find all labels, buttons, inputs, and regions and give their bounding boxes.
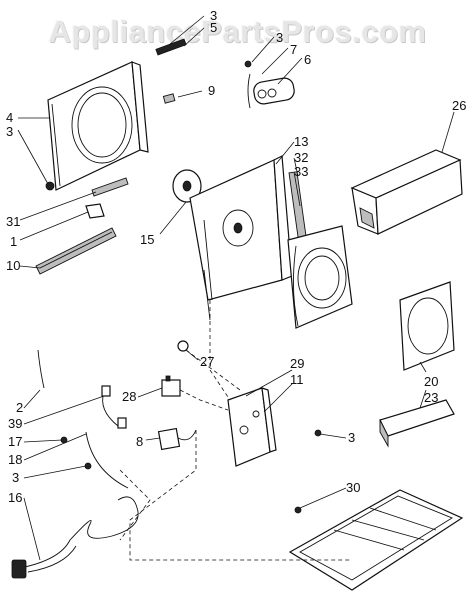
- wire-harness-39: [101, 385, 127, 429]
- callout-4: 4: [6, 110, 13, 125]
- callout-23: 23: [424, 390, 438, 405]
- callout-5: 5: [210, 20, 217, 35]
- front-panel-part: [47, 61, 149, 191]
- air-duct-part: [350, 149, 463, 235]
- callout-8: 8: [136, 434, 143, 449]
- callout-3-top: 3: [210, 8, 217, 23]
- callout-3-bottom-left: 3: [12, 470, 19, 485]
- control-bracket-part: [227, 387, 277, 467]
- switch-part-28: [161, 375, 181, 397]
- screw-part-right: [314, 429, 322, 437]
- plug-part-27: [177, 340, 189, 352]
- capacitor-part: [244, 60, 295, 109]
- clip-part-9: [162, 93, 176, 104]
- callout-17: 17: [8, 434, 22, 449]
- callout-27: 27: [200, 354, 214, 369]
- callout-7: 7: [290, 42, 297, 57]
- screw-part-30: [294, 506, 302, 514]
- callout-3-right: 3: [348, 430, 355, 445]
- callout-33: 33: [294, 164, 308, 179]
- screw-part-top: [155, 38, 187, 56]
- callout-31: 31: [6, 214, 20, 229]
- leader-lines: [17, 15, 455, 561]
- callout-26: 26: [452, 98, 466, 113]
- scroll-housing-part: [287, 225, 353, 329]
- callout-13: 13: [294, 134, 308, 149]
- callout-1: 1: [10, 234, 17, 249]
- callout-2: 2: [16, 400, 23, 415]
- watermark: AppliancePartsPros.com: [48, 14, 427, 49]
- block-part-1: [85, 203, 105, 219]
- callout-20: 20: [424, 374, 438, 389]
- callout-9: 9: [208, 83, 215, 98]
- callout-29: 29: [290, 356, 304, 371]
- callout-18: 18: [8, 452, 22, 467]
- orifice-panel-part: [399, 281, 455, 371]
- callout-30: 30: [346, 480, 360, 495]
- callout-3-left: 3: [6, 124, 13, 139]
- fan-hub-part: [172, 169, 202, 203]
- callout-11: 11: [290, 372, 304, 387]
- callout-39: 39: [8, 416, 22, 431]
- foam-strip-31: [91, 177, 129, 197]
- callout-6: 6: [304, 52, 311, 67]
- callout-16: 16: [8, 490, 22, 505]
- callout-32: 32: [294, 150, 308, 165]
- foam-seal-23: [379, 399, 455, 448]
- seal-strip-10: [35, 227, 117, 275]
- wire-routing: [119, 300, 350, 561]
- base-pan-part: [288, 489, 464, 591]
- callout-28: 28: [122, 389, 136, 404]
- bulkhead-part: [189, 155, 308, 321]
- callout-15: 15: [140, 232, 154, 247]
- thermostat-bulb-2: [37, 349, 45, 389]
- cable-part-18: [85, 431, 129, 489]
- callout-10: 10: [6, 258, 20, 273]
- callouts: 3 5 9 3 7 6 4 3 26 13 32 33 15 31 1 10 2…: [6, 8, 466, 505]
- callout-3-cap: 3: [276, 30, 283, 45]
- thermostat-part-8: [157, 427, 197, 451]
- power-cord-16: [11, 496, 139, 579]
